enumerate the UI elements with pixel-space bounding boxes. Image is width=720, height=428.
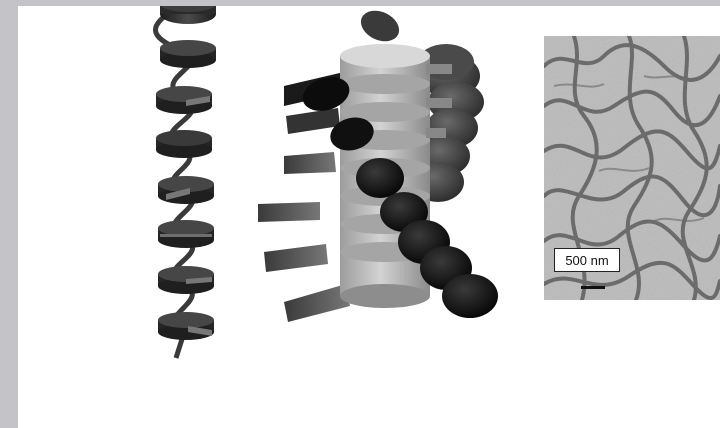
tem-micrograph: 500 nm — [544, 36, 720, 300]
left-border — [0, 0, 18, 428]
helical-ribbon-model — [128, 6, 248, 366]
top-disc — [356, 6, 404, 47]
scale-bar — [581, 286, 605, 289]
helix-discs — [156, 6, 216, 340]
figure-canvas: 500 nm — [18, 6, 720, 428]
columnar-stack-model — [254, 6, 514, 336]
scale-bar-label: 500 nm — [554, 248, 620, 272]
side-arms — [258, 72, 350, 322]
